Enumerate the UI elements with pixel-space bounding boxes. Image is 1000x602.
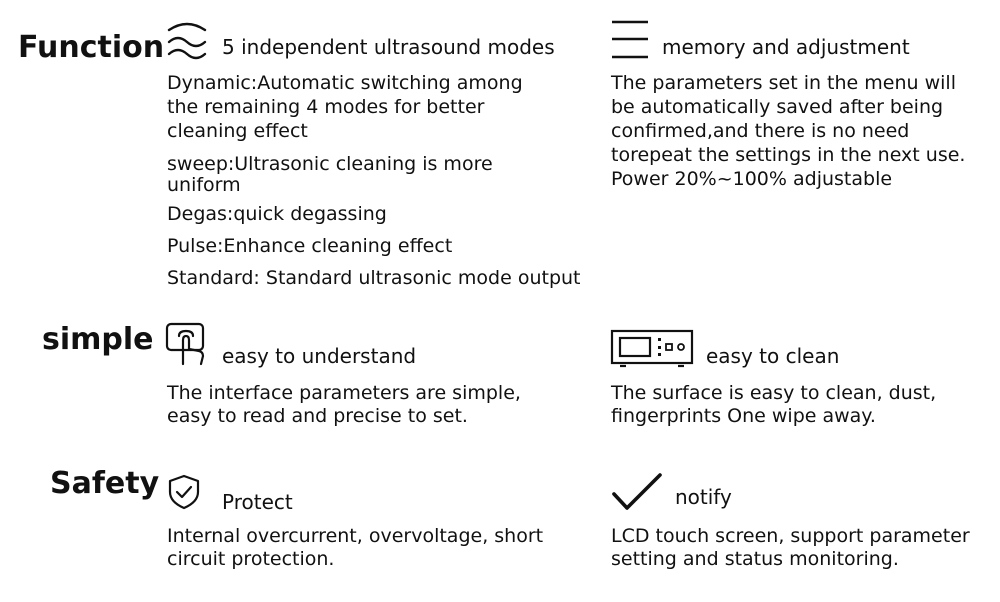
memory-line-3: confirmed,and there is no need xyxy=(611,120,910,142)
understand-line-1: The interface parameters are simple, xyxy=(167,382,521,404)
protect-line-1: Internal overcurrent, overvoltage, short xyxy=(167,525,544,547)
notify-line-2: setting and status monitoring. xyxy=(611,548,899,570)
protect-line-2: circuit protection. xyxy=(167,548,335,570)
modes-line-3: cleaning effect xyxy=(167,120,308,142)
device-panel-icon xyxy=(610,329,694,369)
modes-line-1: Dynamic:Automatic switching among xyxy=(167,72,523,94)
feature-title-understand: easy to understand xyxy=(222,344,417,368)
memory-line-4: torepeat the settings in the next use. xyxy=(611,144,966,166)
feature-title-clean: easy to clean xyxy=(706,344,840,368)
feature-title-memory: memory and adjustment xyxy=(662,35,910,59)
modes-line-7: Pulse:Enhance cleaning effect xyxy=(167,235,453,257)
horizontal-lines-icon xyxy=(609,18,651,62)
notify-line-1: LCD touch screen, support parameter xyxy=(611,525,970,547)
modes-line-2: the remaining 4 modes for better xyxy=(167,96,485,118)
understand-line-2: easy to read and precise to set. xyxy=(167,405,468,427)
feature-title-modes: 5 independent ultrasound modes xyxy=(222,35,555,59)
clean-line-1: The surface is easy to clean, dust, xyxy=(611,382,937,404)
feature-title-notify: notify xyxy=(675,485,732,509)
checkmark-icon xyxy=(611,472,663,512)
clean-line-2: fingerprints One wipe away. xyxy=(611,405,876,427)
memory-line-2: be automatically saved after being xyxy=(611,96,944,118)
modes-line-6: Degas:quick degassing xyxy=(167,203,387,225)
touch-screen-icon xyxy=(165,322,211,368)
modes-line-4: sweep:Ultrasonic cleaning is more xyxy=(167,153,493,175)
feature-title-protect: Protect xyxy=(222,490,293,514)
section-title-function: Function xyxy=(18,30,165,65)
modes-line-5: uniform xyxy=(167,174,241,196)
memory-line-1: The parameters set in the menu will xyxy=(611,72,956,94)
shield-check-icon xyxy=(166,474,202,510)
section-title-simple: simple xyxy=(42,322,154,357)
waves-icon xyxy=(165,20,209,64)
section-title-safety: Safety xyxy=(50,466,160,501)
modes-line-8: Standard: Standard ultrasonic mode outpu… xyxy=(167,267,581,289)
memory-line-5: Power 20%~100% adjustable xyxy=(611,168,893,190)
